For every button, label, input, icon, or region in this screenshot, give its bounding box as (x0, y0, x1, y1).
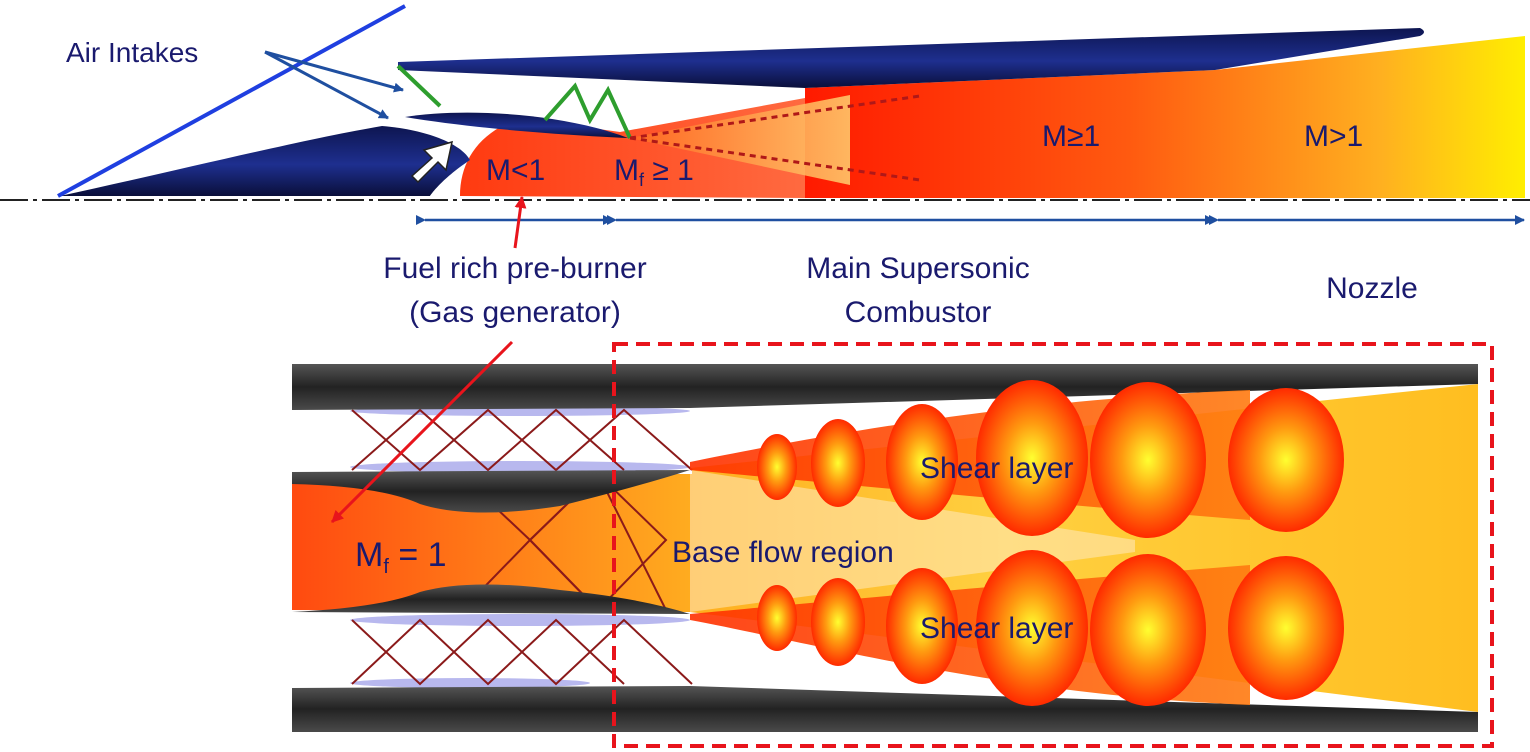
mf-pointer-arrow (330, 340, 514, 524)
detail-view: Mf = 1 Base flow region Shear layer Shea… (292, 340, 1494, 748)
air-intake-arrow-upper (264, 50, 404, 93)
eddy-upper-1 (757, 434, 797, 500)
boundary-lens-2 (350, 461, 690, 473)
mach-fuel-prefix: M (614, 154, 639, 187)
boundary-lens-4 (350, 678, 590, 688)
eddy-lower-6 (1228, 556, 1344, 700)
inner-lip (405, 112, 628, 138)
splitter-upper (292, 470, 690, 513)
mf-value: = 1 (389, 536, 447, 574)
shear-line-upper (629, 94, 921, 140)
boundary-lens-3 (350, 614, 690, 626)
mf-sub: f (383, 556, 389, 578)
base-flow-wedge (690, 470, 1135, 612)
eddy-lower-1 (757, 585, 797, 651)
mf-prefix: M (355, 536, 383, 574)
intake-shock-upper (396, 64, 442, 108)
eddy-lower-3 (886, 568, 958, 684)
intake-shock-train (543, 82, 632, 139)
nozzle-label: Nozzle (1326, 272, 1418, 305)
preburner-label-line1: Fuel rich pre-burner (383, 252, 646, 285)
air-intake-arrow-lower (264, 50, 389, 120)
nozzle-flow (805, 36, 1525, 198)
forebody-shock-line (57, 4, 406, 198)
air-intakes-label: Air Intakes (66, 37, 198, 68)
eddy-upper-6 (1228, 388, 1344, 532)
zoom-region-box (612, 342, 1494, 748)
mf-equals-label: Mf = 1 (355, 536, 447, 578)
eddy-upper-5 (1090, 382, 1206, 538)
eddy-lower-5 (1090, 554, 1206, 706)
upper-cowl (398, 28, 1424, 88)
mach-nozzle-label: M>1 (1304, 120, 1363, 153)
eddy-upper-4 (976, 380, 1088, 536)
combustor-label-line1: Main Supersonic (806, 252, 1029, 285)
base-flow-label: Base flow region (672, 536, 894, 569)
forebody (60, 126, 470, 196)
eddy-upper-3 (886, 404, 958, 520)
shear-line-lower (629, 136, 921, 182)
mach-combustor-label: M≥1 (1042, 120, 1100, 153)
eddy-lower-4 (976, 550, 1088, 706)
eddy-lower-2 (811, 578, 865, 666)
mach-fuel-sub: f (639, 170, 645, 190)
outer-wall-top (292, 364, 1478, 410)
mach-subsonic-label: M<1 (486, 154, 545, 187)
intake-flow-arrow (410, 140, 453, 184)
mach-fuel-label: Mf ≥ 1 (614, 154, 694, 190)
outer-wall-bottom (292, 686, 1478, 732)
eddy-upper-2 (811, 419, 865, 507)
mach-fuel-relation: ≥ 1 (644, 154, 694, 187)
combustor-label-line2: Combustor (845, 296, 992, 329)
preburner-pointer-arrow (513, 196, 527, 249)
top-engine-view: Air Intakes M<1 Mf ≥ 1 M≥1 M>1 (0, 4, 1530, 249)
shear-layer-lower-label: Shear layer (920, 612, 1073, 645)
preburner-label-line2: (Gas generator) (409, 296, 621, 329)
shear-layer-upper-label: Shear layer (920, 452, 1073, 485)
splitter-lower (292, 584, 690, 614)
